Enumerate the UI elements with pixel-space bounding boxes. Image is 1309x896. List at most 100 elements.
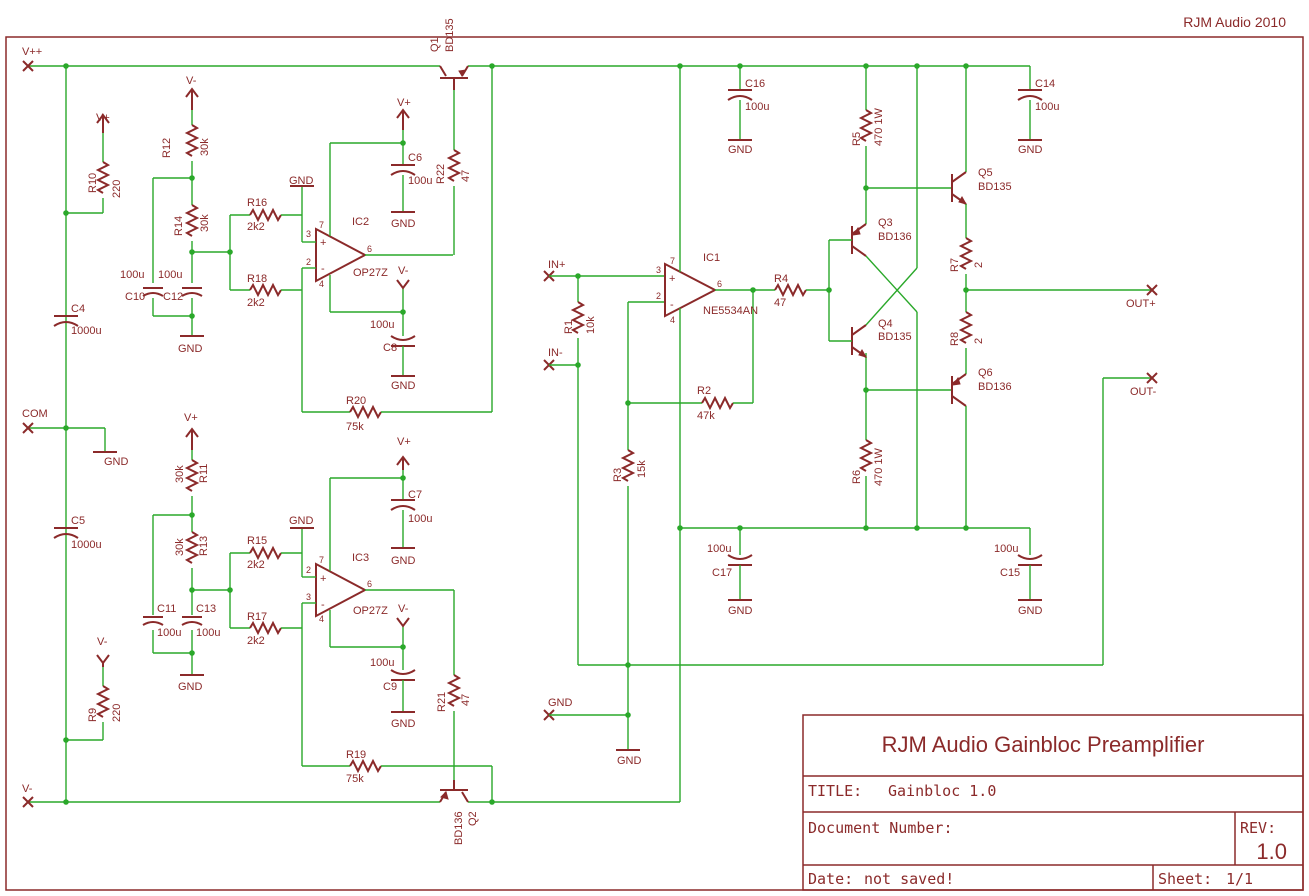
svg-text:GND: GND bbox=[178, 343, 203, 355]
opamp-ic3: GND V+ C7 100u GND V- 100u C9 GND IC3 OP… bbox=[289, 436, 454, 766]
doc-number-label: Document Number: bbox=[808, 819, 953, 837]
svg-text:+: + bbox=[320, 573, 326, 585]
port-gnd-input[interactable]: GND bbox=[543, 697, 573, 721]
port-vmm[interactable]: V- bbox=[22, 783, 34, 808]
power-rails: GND bbox=[28, 63, 1030, 805]
svg-text:470 1W: 470 1W bbox=[873, 447, 885, 486]
svg-text:V+: V+ bbox=[184, 412, 198, 424]
svg-text:R7: R7 bbox=[949, 258, 961, 272]
svg-text:R1: R1 bbox=[563, 320, 575, 334]
resistor-r9: V- R9 220 bbox=[66, 636, 123, 741]
svg-text:V+: V+ bbox=[397, 436, 411, 448]
resistor-r4: R4 47 bbox=[774, 273, 832, 309]
svg-text:-: - bbox=[670, 299, 674, 311]
svg-text:GND: GND bbox=[391, 555, 416, 567]
svg-text:2: 2 bbox=[306, 565, 311, 575]
svg-text:GND: GND bbox=[391, 380, 416, 392]
svg-text:C14: C14 bbox=[1035, 78, 1055, 90]
resistor-r20: R20 75k bbox=[302, 66, 493, 433]
svg-text:100u: 100u bbox=[1035, 101, 1059, 113]
svg-text:GND: GND bbox=[1018, 144, 1043, 156]
port-out-minus[interactable]: OUT- bbox=[1130, 372, 1158, 398]
svg-text:7: 7 bbox=[319, 555, 324, 565]
port-out-plus[interactable]: OUT+ bbox=[1126, 284, 1158, 310]
svg-text:75k: 75k bbox=[346, 421, 364, 433]
rev-value: 1.0 bbox=[1256, 839, 1287, 864]
svg-text:6: 6 bbox=[717, 279, 722, 289]
svg-text:2: 2 bbox=[306, 257, 311, 267]
svg-text:R16: R16 bbox=[247, 197, 267, 209]
svg-text:C16: C16 bbox=[745, 78, 765, 90]
splitter-lower: V+ 30k R11 30k R13 C11 100u C13 1 bbox=[142, 412, 302, 693]
svg-text:R8: R8 bbox=[949, 332, 961, 346]
svg-text:7: 7 bbox=[670, 256, 675, 266]
svg-text:GND: GND bbox=[617, 755, 642, 767]
sheet-frame bbox=[5, 36, 1304, 891]
project-title: RJM Audio Gainbloc Preamplifier bbox=[882, 732, 1205, 757]
svg-text:+: + bbox=[320, 237, 326, 249]
svg-text:V++: V++ bbox=[22, 46, 42, 58]
svg-text:R3: R3 bbox=[612, 468, 624, 482]
svg-text:30k: 30k bbox=[199, 214, 211, 232]
port-in-plus[interactable]: IN+ bbox=[543, 259, 565, 282]
svg-text:C7: C7 bbox=[408, 489, 422, 501]
svg-text:2k2: 2k2 bbox=[247, 297, 265, 309]
date-label: Date: bbox=[808, 870, 853, 888]
svg-text:7: 7 bbox=[319, 220, 324, 230]
transistor-q6: Q6 BD136 bbox=[866, 367, 1012, 528]
svg-text:2: 2 bbox=[656, 291, 661, 301]
svg-text:220: 220 bbox=[111, 704, 123, 722]
svg-text:4: 4 bbox=[319, 279, 324, 289]
svg-text:100u: 100u bbox=[158, 269, 182, 281]
svg-text:6: 6 bbox=[367, 579, 372, 589]
svg-text:-: - bbox=[321, 263, 325, 275]
svg-text:IC1: IC1 bbox=[703, 252, 720, 264]
resistor-r6: R6 470 1W bbox=[851, 353, 885, 528]
port-vpp[interactable]: V++ bbox=[22, 46, 42, 72]
svg-text:GND: GND bbox=[1018, 605, 1043, 617]
svg-text:R18: R18 bbox=[247, 273, 267, 285]
transistor-q1: Q1 BD135 R22 47 bbox=[429, 18, 472, 255]
svg-text:IN+: IN+ bbox=[548, 259, 565, 271]
svg-text:V-: V- bbox=[97, 636, 108, 648]
svg-text:BD135: BD135 bbox=[878, 331, 912, 343]
svg-text:R13: R13 bbox=[198, 536, 210, 556]
lower-bus bbox=[677, 525, 1030, 531]
svg-text:C6: C6 bbox=[408, 152, 422, 164]
svg-text:GND: GND bbox=[289, 175, 314, 187]
svg-text:2k2: 2k2 bbox=[247, 221, 265, 233]
svg-text:OP27Z: OP27Z bbox=[353, 605, 388, 617]
svg-text:V-: V- bbox=[398, 603, 409, 615]
svg-text:C4: C4 bbox=[71, 303, 85, 315]
svg-text:V-: V- bbox=[22, 783, 33, 795]
svg-text:R9: R9 bbox=[87, 708, 99, 722]
opamp-ic1: IC1 NE5534AN 3 2 7 4 6 + - bbox=[656, 66, 775, 802]
svg-text:100u: 100u bbox=[408, 175, 432, 187]
sheet-value: 1/1 bbox=[1226, 870, 1253, 888]
svg-text:4: 4 bbox=[670, 315, 675, 325]
svg-text:-: - bbox=[321, 599, 325, 611]
svg-text:47k: 47k bbox=[697, 410, 715, 422]
svg-text:R19: R19 bbox=[346, 749, 366, 761]
svg-text:V+: V+ bbox=[96, 112, 110, 124]
port-com[interactable]: COM bbox=[22, 408, 48, 434]
svg-text:COM: COM bbox=[22, 408, 48, 420]
svg-text:NE5534AN: NE5534AN bbox=[703, 305, 758, 317]
svg-text:Q5: Q5 bbox=[978, 167, 993, 179]
svg-text:Q1: Q1 bbox=[429, 37, 441, 52]
svg-text:4: 4 bbox=[319, 614, 324, 624]
svg-text:1000u: 1000u bbox=[71, 539, 102, 551]
svg-text:47: 47 bbox=[460, 694, 472, 706]
svg-text:30k: 30k bbox=[174, 538, 186, 556]
resistor-r8: R8 2 bbox=[949, 287, 1152, 374]
svg-text:Q4: Q4 bbox=[878, 318, 893, 330]
svg-text:2: 2 bbox=[973, 262, 985, 268]
svg-text:C13: C13 bbox=[196, 603, 216, 615]
svg-text:Q2: Q2 bbox=[467, 811, 479, 826]
transistor-q4: Q4 BD135 bbox=[829, 267, 918, 358]
port-in-minus[interactable]: IN- bbox=[543, 347, 563, 371]
rev-label: REV: bbox=[1240, 819, 1276, 837]
svg-text:V-: V- bbox=[398, 265, 409, 277]
svg-text:GND: GND bbox=[391, 718, 416, 730]
svg-text:R6: R6 bbox=[851, 470, 863, 484]
